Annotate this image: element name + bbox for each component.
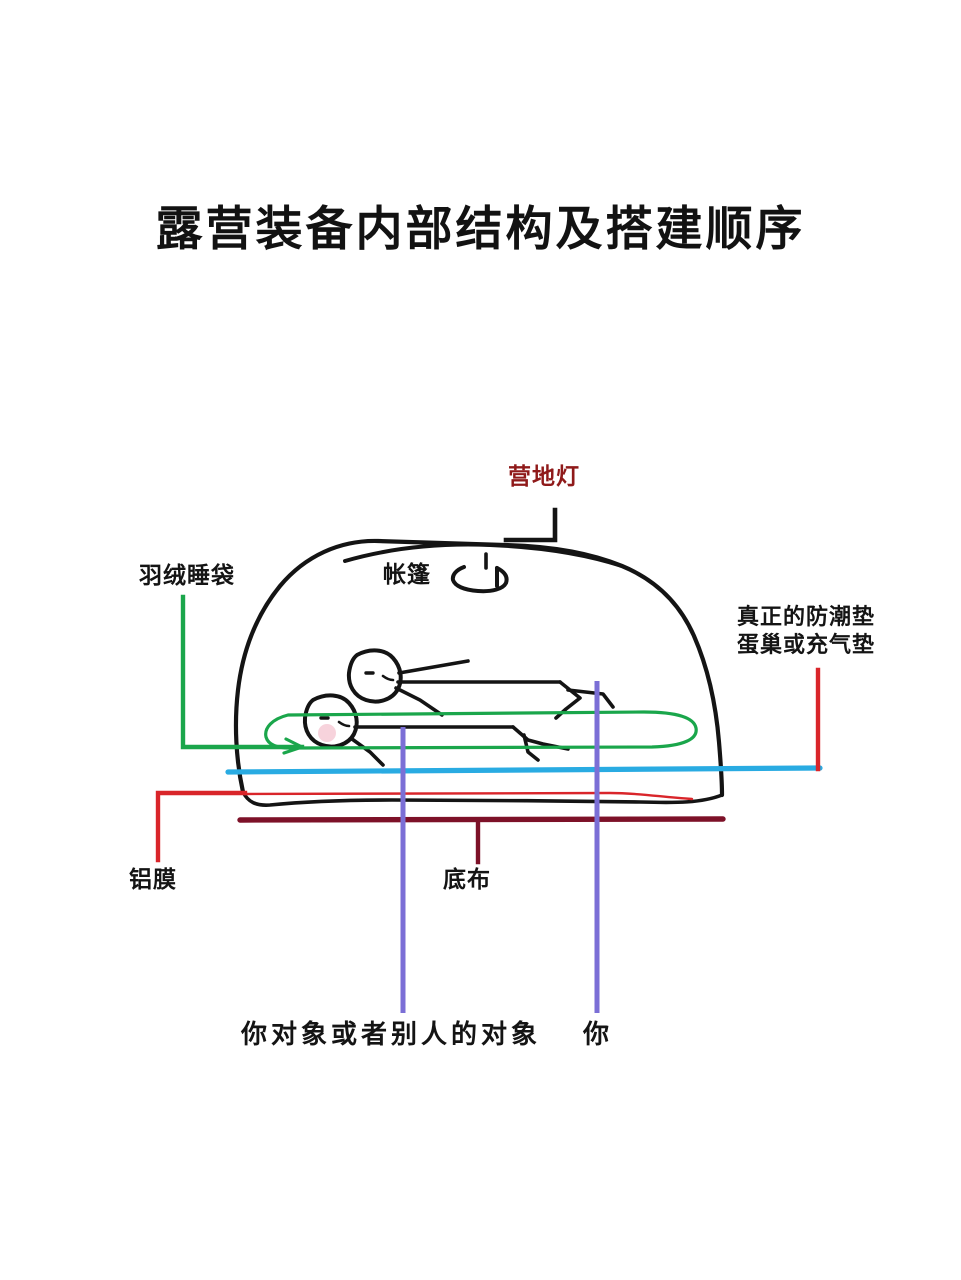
person-back-mouth <box>381 674 395 682</box>
person-back-leg-lower <box>566 688 615 709</box>
sleeping-bag-outline <box>264 710 698 750</box>
tent-shell-group <box>233 538 725 807</box>
ground-cloth-group <box>237 816 726 865</box>
label-moisture-pad-line2: 蛋巢或充气垫 <box>737 631 876 658</box>
camp-lamp-leader-line <box>503 507 558 543</box>
moisture-pad-group <box>225 667 823 775</box>
label-camp-lamp: 营地灯 <box>508 463 580 490</box>
sleeping-bag-leader-line <box>180 594 305 750</box>
aluminum-foil-line <box>242 791 694 801</box>
aluminum-foil-group <box>155 790 694 863</box>
label-occupant-partner: 你对象或者别人的对象 <box>241 1020 542 1050</box>
person-back-neck <box>394 686 444 717</box>
tent-apex-ridge <box>343 542 624 568</box>
person-back-group <box>346 648 615 720</box>
tent-floor-line <box>241 790 724 807</box>
label-moisture-pad-line1: 真正的防潮垫 <box>737 604 876 630</box>
camp-lamp-group <box>450 507 558 594</box>
person-front-group <box>302 693 570 767</box>
occupant-marker-group <box>400 681 600 1013</box>
label-occupant-you: 你 <box>583 1020 611 1050</box>
aluminum-foil-leader-line <box>155 790 248 863</box>
page-title: 露营装备内部结构及搭建顺序 <box>155 202 806 257</box>
sleeping-bag-group <box>180 594 698 755</box>
label-sleeping-bag: 羽绒睡袋 <box>139 562 235 589</box>
label-tent: 帐篷 <box>383 561 431 588</box>
person-front-mouth <box>337 720 351 728</box>
camp-lamp-icon <box>450 565 509 594</box>
person-front-arm <box>350 737 385 767</box>
label-moisture-pad: 真正的防潮垫 蛋巢或充气垫 <box>737 604 875 659</box>
label-ground-cloth: 底布 <box>443 866 491 893</box>
person-front-leg-lower <box>522 733 540 762</box>
tent-outline-path <box>233 538 725 798</box>
moisture-pad-line <box>225 765 823 775</box>
label-aluminum-foil: 铝膜 <box>129 866 177 893</box>
person-front-blush <box>318 724 336 742</box>
sleeping-bag-leader-arrow <box>282 737 304 755</box>
person-back-head <box>346 648 403 704</box>
ground-cloth-line <box>237 816 726 823</box>
person-back-arm <box>397 659 470 675</box>
